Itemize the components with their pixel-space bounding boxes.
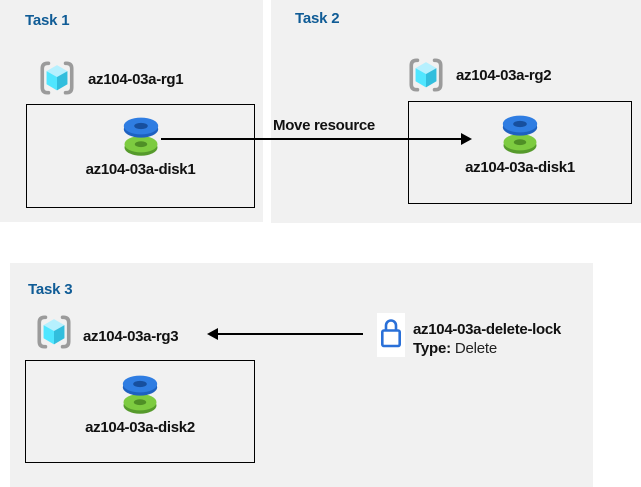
resource-group-icon — [38, 59, 76, 97]
task1-panel — [0, 0, 263, 222]
resource-group-icon — [35, 313, 73, 351]
lock-arrow-line — [218, 333, 363, 335]
task2-title: Task 2 — [295, 10, 340, 27]
disk-icon — [120, 374, 160, 416]
task3-resource-box: az104-03a-disk2 — [25, 360, 255, 463]
lock-icon — [377, 314, 405, 356]
task3-title: Task 3 — [28, 281, 73, 298]
task1-disk-label: az104-03a-disk1 — [85, 161, 196, 178]
disk-icon — [121, 116, 161, 158]
task3-disk-label: az104-03a-disk2 — [85, 419, 195, 436]
task1-resource-group-label: az104-03a-rg1 — [88, 71, 184, 88]
task2-disk-label: az104-03a-disk1 — [465, 159, 575, 176]
arrow-left-icon — [207, 328, 218, 340]
delete-lock-type-value: Delete — [454, 340, 498, 357]
arrow-right-icon — [461, 133, 472, 145]
move-resource-label: Move resource — [273, 117, 375, 134]
task2-resource-box: az104-03a-disk1 — [408, 101, 632, 204]
lock-plate — [377, 313, 405, 357]
task2-panel — [271, 0, 641, 223]
task1-title: Task 1 — [25, 12, 70, 29]
resource-group-icon — [407, 56, 445, 94]
task2-resource-group-label: az104-03a-rg2 — [456, 67, 552, 84]
move-resource-arrow-line — [161, 138, 462, 140]
task3-panel — [10, 263, 593, 487]
delete-lock-type-label: Type: — [413, 340, 451, 357]
task3-resource-group-label: az104-03a-rg3 — [83, 328, 179, 345]
delete-lock-name: az104-03a-delete-lock — [413, 321, 561, 338]
task1-resource-box: az104-03a-disk1 — [26, 104, 255, 208]
disk-icon — [500, 114, 540, 156]
delete-lock-type: Type: Delete — [413, 340, 497, 357]
